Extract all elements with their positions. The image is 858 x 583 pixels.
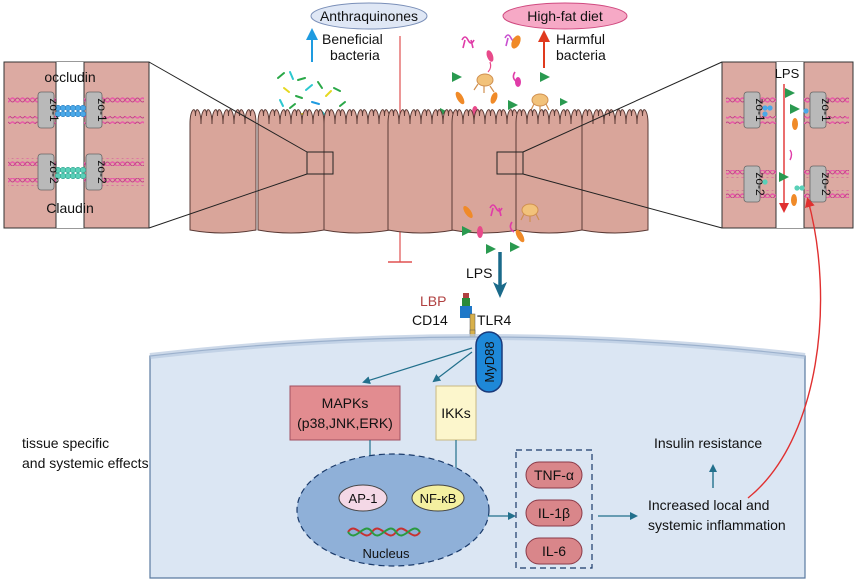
- nucleus: [296, 453, 490, 567]
- tissue-effects-line-2: and systemic effects: [22, 455, 149, 471]
- lps-label: LPS: [466, 265, 492, 281]
- harmful-label-1: Harmful: [556, 31, 605, 47]
- left-zo2-b: zo-2: [95, 160, 109, 184]
- villus-cell: [387, 109, 455, 234]
- right-tight-junction-zoom: LPS zo-1 zo-1 zo-2 zo-2: [721, 61, 854, 229]
- harmful-bacteria-top: [440, 34, 568, 118]
- intestinal-villi: [189, 109, 649, 234]
- cytokine-label: IL-1β: [538, 505, 570, 521]
- cytokine-label: IL-6: [542, 543, 566, 559]
- left-zo2-a: zo-2: [47, 160, 61, 184]
- left-callout-square: [306, 151, 334, 175]
- cytokine-label: TNF-α: [534, 467, 574, 483]
- left-zo1-a: zo-1: [47, 98, 61, 122]
- mapks-label-1: MAPKs: [322, 395, 369, 411]
- myd88-pill: [475, 331, 503, 393]
- ikks-label: IKKs: [441, 405, 471, 421]
- lbp-label: LBP: [420, 293, 446, 309]
- inflammation-line-2: systemic inflammation: [648, 517, 786, 533]
- cytokine-group: [515, 449, 593, 569]
- anthraquinones-oval: [310, 2, 428, 30]
- nucleus-label: Nucleus: [363, 546, 410, 561]
- cytokine-pill: [525, 461, 583, 489]
- right-zo2-a: zo-2: [753, 172, 767, 196]
- cytokine-pill: [525, 499, 583, 527]
- claudin-label: Claudin: [46, 200, 93, 216]
- right-zo2-b: zo-2: [819, 172, 833, 196]
- villus-cell: [323, 109, 391, 234]
- nfkb-oval: [411, 484, 465, 512]
- harmful-bacteria-bottom: [462, 203, 540, 254]
- insulin-resistance-label: Insulin resistance: [654, 435, 762, 451]
- beneficial-label-1: Beneficial: [322, 31, 383, 47]
- villus-cell: [515, 109, 583, 234]
- tissue-effects-line-1: tissue specific: [22, 435, 109, 451]
- ap1-label: AP-1: [349, 491, 378, 506]
- tlr4-label: TLR4: [477, 312, 511, 328]
- beneficial-bacteria: [277, 71, 346, 116]
- beneficial-label-2: bacteria: [330, 47, 380, 63]
- myd88-label: MyD88: [482, 341, 497, 382]
- dna-helix: [347, 527, 421, 537]
- cd14-label: CD14: [412, 312, 448, 328]
- villus-cell: [257, 109, 325, 234]
- harmful-label-2: bacteria: [556, 47, 606, 63]
- ap1-oval: [338, 484, 388, 512]
- villus-cell: [189, 109, 257, 234]
- high-fat-diet-label: High-fat diet: [527, 8, 603, 24]
- cytokine-pill: [525, 537, 583, 565]
- anthraquinones-label: Anthraquinones: [320, 8, 418, 24]
- mapks-label-2: (p38,JNK,ERK): [297, 415, 393, 431]
- villus-cell: [581, 109, 649, 234]
- nfkb-label: NF-κB: [420, 491, 457, 506]
- feedback-arrow: [747, 197, 822, 499]
- inflammation-line-1: Increased local and: [648, 497, 769, 513]
- high-fat-diet-oval: [502, 2, 628, 30]
- right-zo1-b: zo-1: [819, 98, 833, 122]
- right-callout-square: [496, 151, 524, 175]
- left-tight-junction-zoom: occludin Claudin zo-1 zo-1 zo-2 zo-2: [3, 61, 150, 229]
- left-zo1-b: zo-1: [95, 98, 109, 122]
- mapks-box: [289, 385, 401, 441]
- right-lps-label: LPS: [775, 66, 800, 81]
- occludin-label: occludin: [44, 69, 95, 85]
- villus-cell: [451, 109, 519, 234]
- right-zo1-a: zo-1: [753, 98, 767, 122]
